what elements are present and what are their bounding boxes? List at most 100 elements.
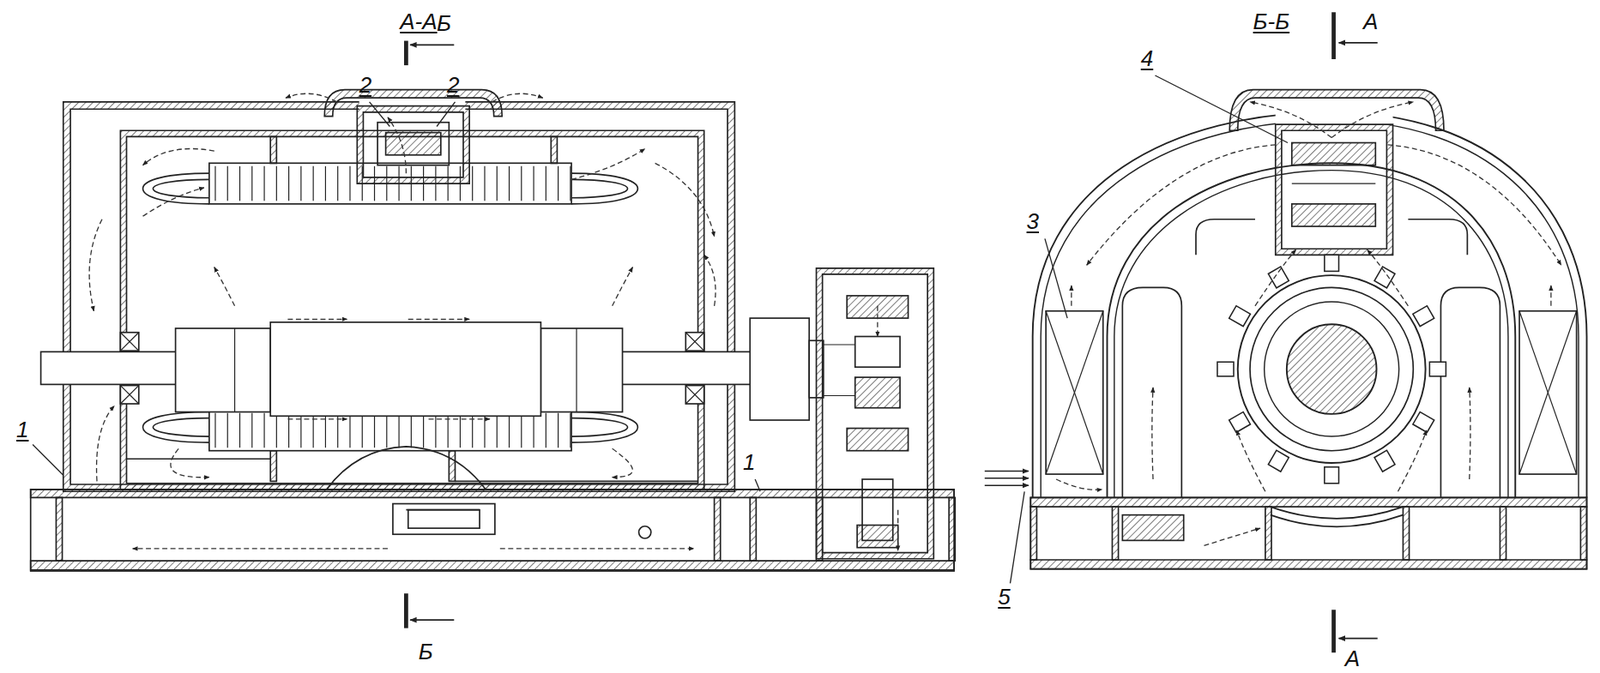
air-duct [1122, 287, 1182, 498]
outer-dome [1032, 112, 1588, 499]
stator-tooth [1324, 254, 1340, 272]
base-fan [1122, 515, 1184, 542]
outline-line [120, 386, 139, 405]
section-arrow [410, 619, 454, 622]
stator-slot [325, 166, 327, 201]
stator-slot [459, 166, 461, 201]
outline-line [120, 332, 139, 351]
airflow-arrow [285, 93, 337, 103]
airflow-arrow [143, 187, 205, 217]
airflow-arrow [1550, 285, 1552, 307]
stator-slot [251, 166, 253, 201]
stator-slot [362, 413, 363, 448]
stator-slot [337, 413, 339, 448]
stator-slot [459, 413, 461, 448]
airflow-arrow [1249, 102, 1332, 139]
bearing [685, 386, 704, 405]
base-rib [1111, 507, 1118, 561]
stator-tooth [1229, 306, 1251, 327]
airflow-arrow [428, 418, 490, 420]
stator-slot [447, 166, 449, 201]
section-title: А-А [399, 10, 437, 33]
air-duct [1440, 287, 1500, 498]
airflow-arrow [1056, 479, 1103, 490]
fan-arc [1270, 507, 1404, 520]
leader-line [369, 102, 391, 127]
cooler-core [1292, 204, 1377, 227]
rotor-step [575, 328, 577, 413]
drawing-lines [30, 12, 1588, 653]
stator-tooth [1412, 306, 1435, 327]
stator-slot [410, 413, 412, 448]
airflow-arrow [500, 548, 695, 550]
base-rib [55, 497, 62, 562]
base-rib [948, 497, 955, 562]
stator-slot [557, 413, 559, 448]
winding-end [152, 418, 209, 437]
outer-housing [63, 102, 736, 492]
leader-line [754, 479, 761, 492]
stator-slot [349, 413, 351, 448]
airflow-arrow [387, 117, 406, 174]
base-rib [1499, 507, 1506, 561]
airflow-arrow [897, 510, 899, 552]
airflow-arrow [170, 448, 210, 477]
outline-line [685, 332, 704, 351]
section-arrow [1339, 638, 1378, 640]
stator-tooth [1374, 266, 1395, 289]
leader-line [32, 445, 64, 477]
base-frame [1030, 497, 1587, 569]
air-duct [1195, 219, 1256, 256]
winding-end [571, 179, 628, 198]
stator-slot [239, 166, 241, 201]
stator-slot [508, 413, 510, 448]
stator-slot [300, 413, 302, 448]
airflow-arrow [612, 448, 634, 477]
base-rib [1580, 507, 1587, 561]
outline-line [685, 386, 704, 405]
callout-number: 3 [1026, 210, 1039, 233]
inner-housing [120, 130, 704, 490]
air-cooler [1045, 311, 1104, 475]
airflow-arrow [1086, 144, 1276, 266]
callout-number: 2 [446, 73, 459, 97]
section-mark [404, 593, 409, 628]
airflow-arrow [1469, 387, 1471, 480]
coupling [749, 318, 810, 421]
section-mark [404, 41, 409, 67]
airflow-arrow [1255, 249, 1297, 306]
stator-slot [532, 413, 534, 448]
bearing [685, 332, 704, 351]
airflow-arrow [876, 306, 878, 338]
base-rib [749, 497, 756, 562]
stator-slot [447, 413, 449, 448]
section-title: Б-Б [1253, 10, 1291, 33]
stator-slot [557, 166, 559, 201]
winding-end [571, 173, 638, 205]
stator-slot [398, 413, 399, 448]
stator-slot [386, 413, 387, 448]
section-letter: Б [436, 12, 452, 35]
section-letter: А [1363, 10, 1378, 33]
base-fan [405, 509, 480, 512]
air-cooler [1519, 311, 1577, 475]
stator-tooth [1217, 362, 1234, 377]
airflow-arrow [1397, 430, 1426, 492]
winding-end [571, 418, 628, 437]
stator-slot [263, 413, 265, 448]
callout-number: 4 [1141, 47, 1154, 70]
fan-arc [1270, 515, 1404, 528]
base-duct [392, 504, 496, 536]
stator-slot [434, 413, 436, 448]
inner-dome [1114, 170, 1509, 499]
stator-slot [325, 413, 327, 448]
stator-tooth [1374, 450, 1395, 472]
stator-slot [483, 166, 485, 201]
air-duct [1407, 219, 1468, 256]
stator-slot [276, 413, 278, 448]
stator-slot [410, 166, 412, 201]
rotor-core [270, 322, 541, 417]
exciter-coil [846, 428, 908, 452]
